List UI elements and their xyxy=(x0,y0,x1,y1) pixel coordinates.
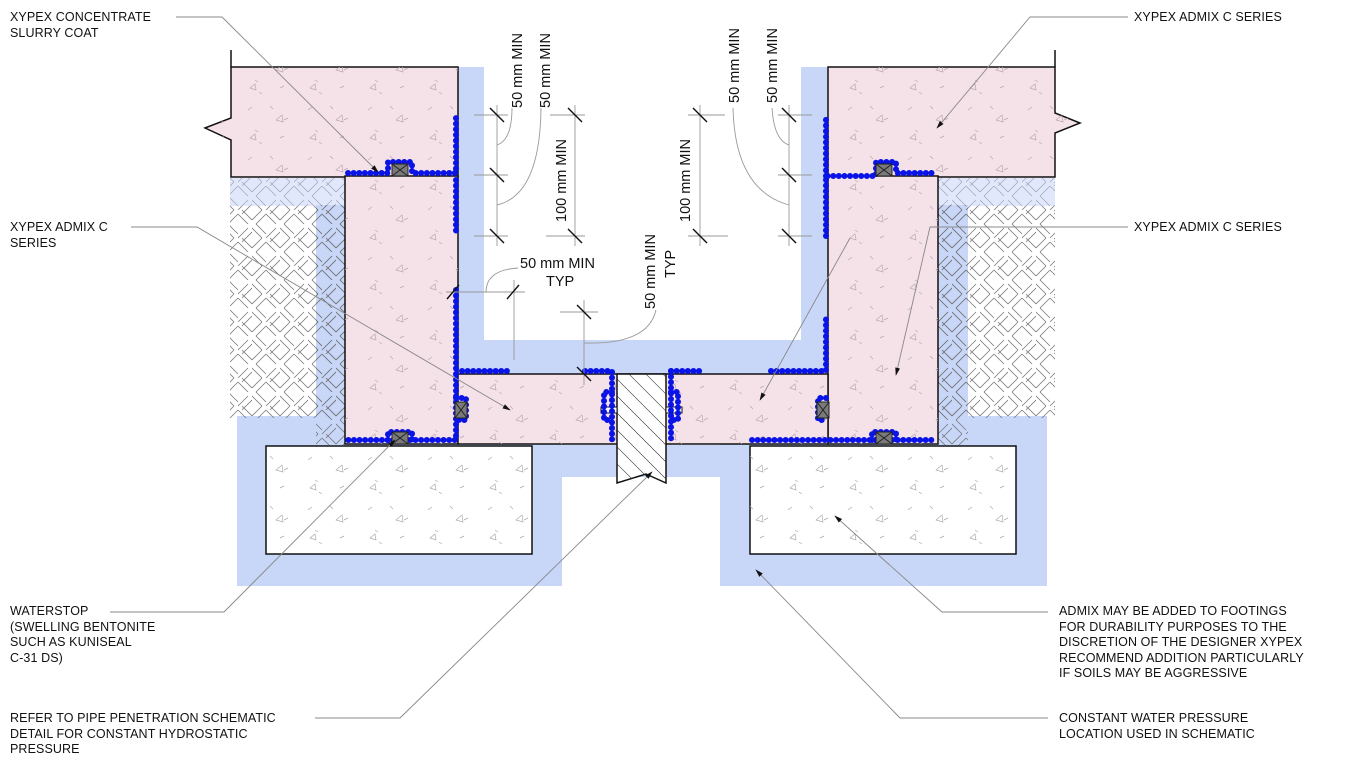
dim-vertical-typ: TYP xyxy=(663,250,679,278)
left-footing xyxy=(265,445,533,555)
pipe-penetration xyxy=(600,373,683,485)
left-wall xyxy=(344,175,459,445)
dim-right-50a: 50 mm MIN xyxy=(727,28,743,103)
dim-right-100: 100 mm MIN xyxy=(678,139,694,222)
dim-vertical-50: 50 mm MIN xyxy=(643,234,659,309)
label-water-pressure: CONSTANT WATER PRESSURE LOCATION USED IN… xyxy=(1059,711,1255,741)
dim-left-100: 100 mm MIN xyxy=(554,139,570,222)
dim-left-50a: 50 mm MIN xyxy=(510,33,526,108)
right-slab xyxy=(827,50,1083,178)
right-wall xyxy=(827,175,939,445)
label-admix-top-right: XYPEX ADMIX C SERIES xyxy=(1134,10,1282,24)
dimension-lines xyxy=(446,105,812,385)
dim-center-typ: TYP xyxy=(546,274,574,290)
dim-center-50: 50 mm MIN xyxy=(520,256,595,272)
dim-right-50b: 50 mm MIN xyxy=(765,28,781,103)
soil-hatch xyxy=(230,178,1055,445)
left-slab xyxy=(203,50,459,178)
waterstop-icons xyxy=(391,163,893,445)
slurry-coat xyxy=(345,115,938,443)
dimension-ticks xyxy=(446,107,797,382)
leader-lines xyxy=(110,16,1128,719)
label-pipe-penetration: REFER TO PIPE PENETRATION SCHEMATIC DETA… xyxy=(10,711,276,756)
label-admix-left: XYPEX ADMIX C SERIES xyxy=(10,220,108,250)
label-admix-footings: ADMIX MAY BE ADDED TO FOOTINGS FOR DURAB… xyxy=(1059,604,1304,680)
label-admix-right: XYPEX ADMIX C SERIES xyxy=(1134,220,1282,234)
label-waterstop: WATERSTOP (SWELLING BENTONITE SUCH AS KU… xyxy=(10,604,156,665)
dim-left-50b: 50 mm MIN xyxy=(538,33,554,108)
label-slurry-coat: XYPEX CONCENTRATE SLURRY COAT xyxy=(10,10,152,40)
right-footing xyxy=(749,445,1017,555)
